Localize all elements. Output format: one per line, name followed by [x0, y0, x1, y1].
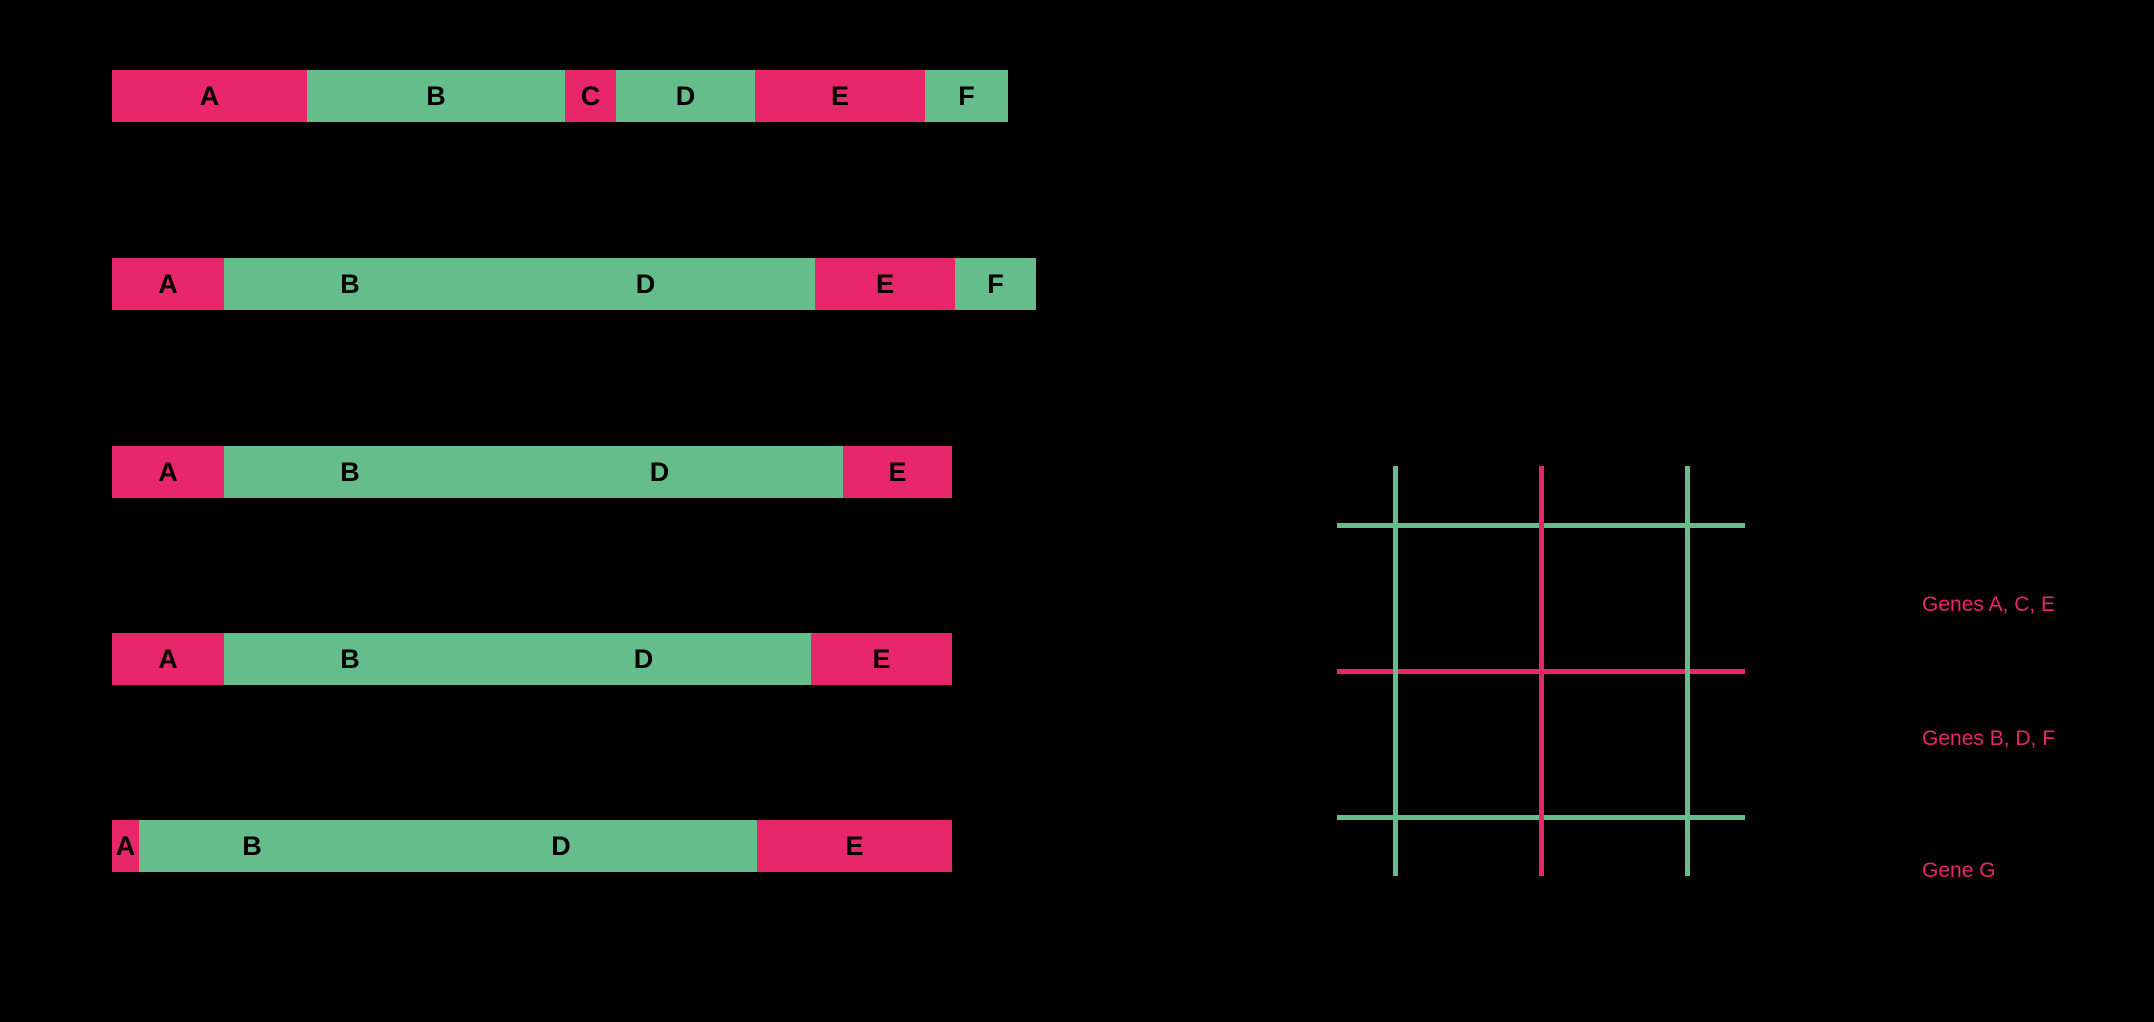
gene-segment-b: B [307, 70, 565, 122]
gene-segment-label: B [242, 830, 262, 861]
gene-segment-e: E [843, 446, 952, 498]
gene-segment-label: E [845, 830, 864, 861]
grid-line-v-green-right [1685, 466, 1690, 876]
gene-segment-label: F [958, 80, 975, 111]
gene-segment-label: E [872, 643, 891, 674]
gene-segment-e: E [757, 820, 952, 872]
gene-segment-label: B [340, 268, 360, 299]
gene-segment-f: F [955, 258, 1036, 310]
gene-segment-label: E [875, 268, 894, 299]
gene-segment-label: D [649, 456, 670, 487]
gene-segment-label: A [199, 80, 220, 111]
gene-segment-d: D [476, 258, 815, 310]
gene-segment-label: A [158, 456, 178, 487]
gene-segment-label: B [426, 80, 446, 111]
gene-segment-d: D [365, 820, 757, 872]
gene-segment-d: D [616, 70, 755, 122]
gene-segment-f: F [925, 70, 1008, 122]
gene-segment-label: A [158, 268, 178, 299]
legend-label-1: Genes A, C, E [1922, 593, 2056, 616]
gene-segment-e: E [811, 633, 952, 685]
legend-label-2: Genes B, D, F [1922, 727, 2056, 750]
grid-line-v-pink-middle [1539, 466, 1544, 876]
gene-segment-label: D [675, 80, 696, 111]
gene-segment-b: B [224, 446, 476, 498]
gene-segment-e: E [755, 70, 925, 122]
gene-segment-a: A [112, 633, 224, 685]
gene-segment-label: E [888, 456, 907, 487]
legend-label-3: Gene G [1922, 859, 1996, 882]
gene-segment-label: D [633, 643, 654, 674]
gene-segment-a: A [112, 70, 307, 122]
gene-segment-label: F [987, 268, 1004, 299]
gene-segment-d: D [476, 633, 811, 685]
grid-line-v-green-left [1393, 466, 1398, 876]
gene-bar-row-1: A B C D E F [112, 70, 1008, 122]
gene-segment-label: B [340, 643, 360, 674]
gene-segment-e: E [815, 258, 955, 310]
gene-segment-d: D [476, 446, 843, 498]
gene-segment-label: A [158, 643, 178, 674]
gene-segment-a: A [112, 446, 224, 498]
gene-segment-label: E [830, 80, 849, 111]
gene-segment-label: B [340, 456, 360, 487]
gene-segment-b: B [224, 258, 476, 310]
gene-segment-a: A [112, 820, 139, 872]
gene-segment-b: B [139, 820, 365, 872]
gene-segment-label: C [580, 80, 601, 111]
gene-segment-label: A [115, 830, 136, 861]
gene-segment-c: C [565, 70, 616, 122]
gene-segment-label: D [635, 268, 656, 299]
gene-segment-b: B [224, 633, 476, 685]
gene-segment-a: A [112, 258, 224, 310]
gene-segment-label: D [551, 830, 571, 861]
